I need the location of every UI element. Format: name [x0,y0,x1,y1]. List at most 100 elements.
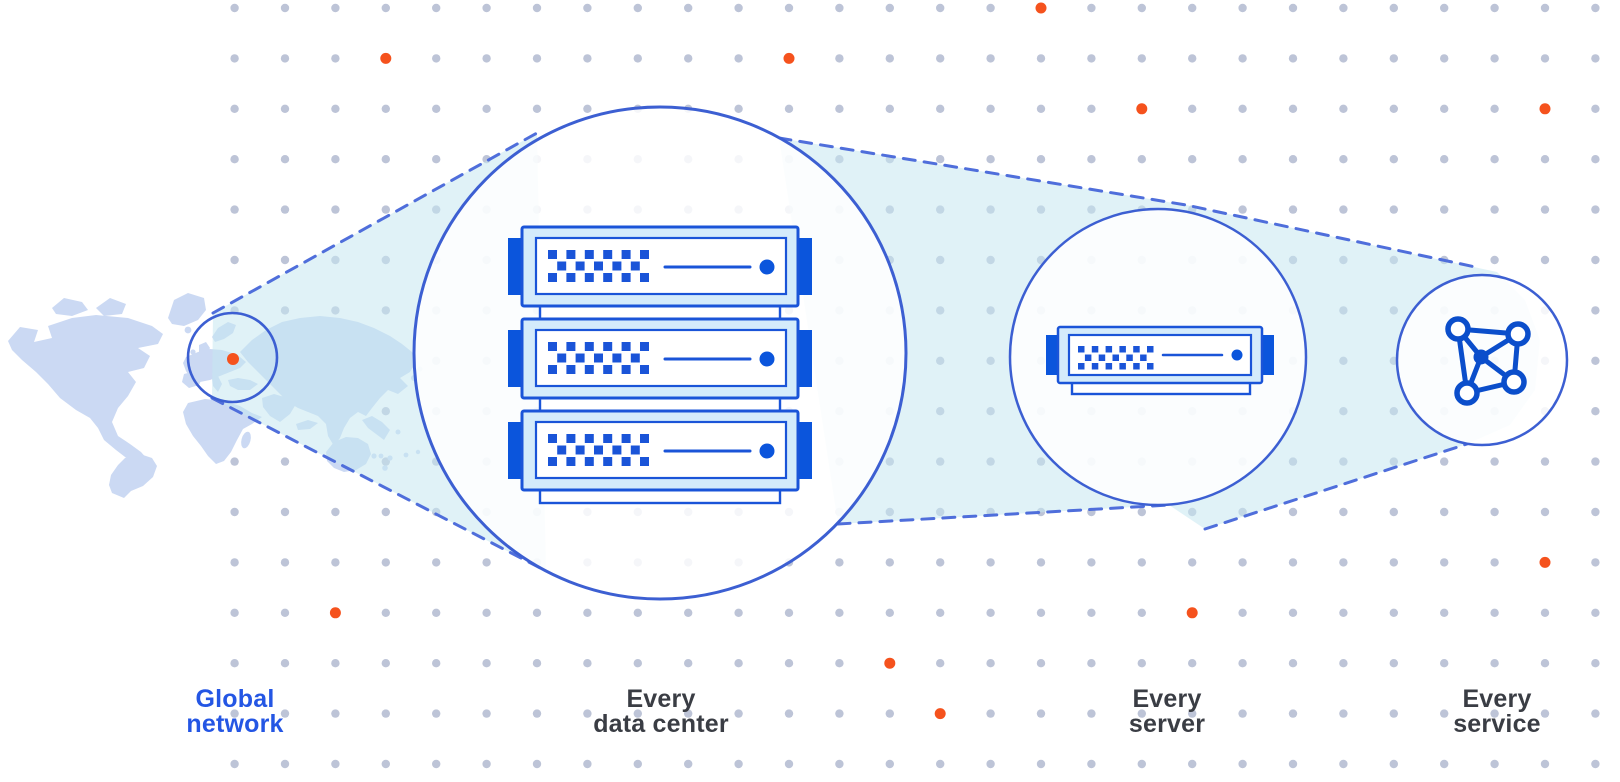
grid-dot [1490,457,1499,466]
grid-dot [1087,608,1096,617]
grid-dot [1591,558,1600,567]
grid-dot [230,659,239,668]
grid-dot [885,3,894,13]
grid-dot [381,507,390,517]
grid-dot [784,3,794,13]
grid-dot [1540,709,1550,718]
grid-dot [230,3,239,13]
grid-dot [280,54,290,63]
grid-dot [583,54,592,63]
accent-dot [1136,103,1148,115]
grid-dot [1137,608,1147,617]
grid-dot [936,54,945,63]
grid-dot [381,3,390,13]
grid-dot [1238,558,1247,567]
grid-dot [1540,608,1550,617]
grid-dot [885,54,894,63]
server-icon [1046,325,1274,396]
grid-dot [583,659,592,668]
grid-dot [1238,759,1247,769]
grid-dot [684,709,693,718]
grid-dot [482,3,491,13]
grid-dot [1339,608,1348,617]
grid-dot [1087,709,1096,718]
grid-dot [1238,205,1247,214]
grid-dot [230,608,239,617]
server-led-pattern [1078,346,1154,370]
grid-dot [1440,659,1449,668]
grid-dot [734,54,743,63]
grid-dot [381,709,390,718]
grid-dot [381,155,390,164]
grid-dot [432,558,441,567]
grid-dot [633,709,642,718]
grid-dot [432,104,441,114]
grid-dot [1036,759,1046,769]
grid-dot [532,54,542,63]
server-led-pattern [548,250,649,282]
grid-dot [583,608,592,617]
server-power-dot [759,259,775,275]
grid-dot [230,54,239,63]
grid-dot [381,558,390,567]
grid-dot [1339,709,1348,718]
grid-dot [1288,104,1298,114]
grid-dot [1591,759,1600,769]
grid-dot [734,709,743,718]
grid-dot [1087,558,1096,567]
grid-dot [1591,205,1600,214]
grid-dot [885,104,894,114]
server-led-pattern [548,342,649,374]
grid-dot [331,759,340,769]
grid-dot [1238,54,1247,63]
grid-dot [784,659,794,668]
grid-dot [532,659,542,668]
grid-dot [734,659,743,668]
label-line: Global [195,685,275,713]
grid-dot [1288,558,1298,567]
grid-dot [1036,608,1046,617]
grid-dot [1490,54,1499,63]
grid-dot [331,54,340,63]
label-line: Every [1462,685,1532,713]
accent-dot [783,52,795,64]
grid-dot [734,3,743,13]
grid-dot [1087,759,1096,769]
grid-dot [230,205,239,214]
grid-dot [1137,759,1147,769]
label-line: service [1453,710,1541,738]
grid-dot [1288,759,1298,769]
dashed-line [210,396,548,573]
grid-dot [1389,759,1399,769]
grid-dot [835,558,844,567]
grid-dot [1137,659,1147,668]
grid-dot [1540,255,1550,265]
grid-dot [1288,3,1298,13]
grid-dot [583,104,592,114]
grid-dot [1490,759,1499,769]
grid-dot [432,54,441,63]
grid-dot [280,3,290,13]
grid-dot [1540,3,1550,13]
grid-dot [1188,759,1197,769]
accent-dot [884,657,896,669]
grid-dot [1036,709,1046,718]
grid-dot [1389,3,1399,13]
grid-dot [1137,155,1147,164]
server-power-dot [759,443,775,459]
grid-dot [986,54,995,63]
server-led-pattern [548,434,649,466]
grid-dot [784,104,794,114]
grid-dot [482,104,491,114]
accent-dot [1186,607,1198,619]
grid-dot [1440,507,1449,517]
grid-dot [1339,205,1348,214]
grid-dot [1490,3,1499,13]
grid-dot [1036,104,1046,114]
grid-dot [1238,709,1247,718]
label-line: Every [1132,685,1202,713]
grid-dot [835,759,844,769]
grid-dot [986,104,995,114]
grid-dot [583,3,592,13]
grid-dot [885,558,894,567]
